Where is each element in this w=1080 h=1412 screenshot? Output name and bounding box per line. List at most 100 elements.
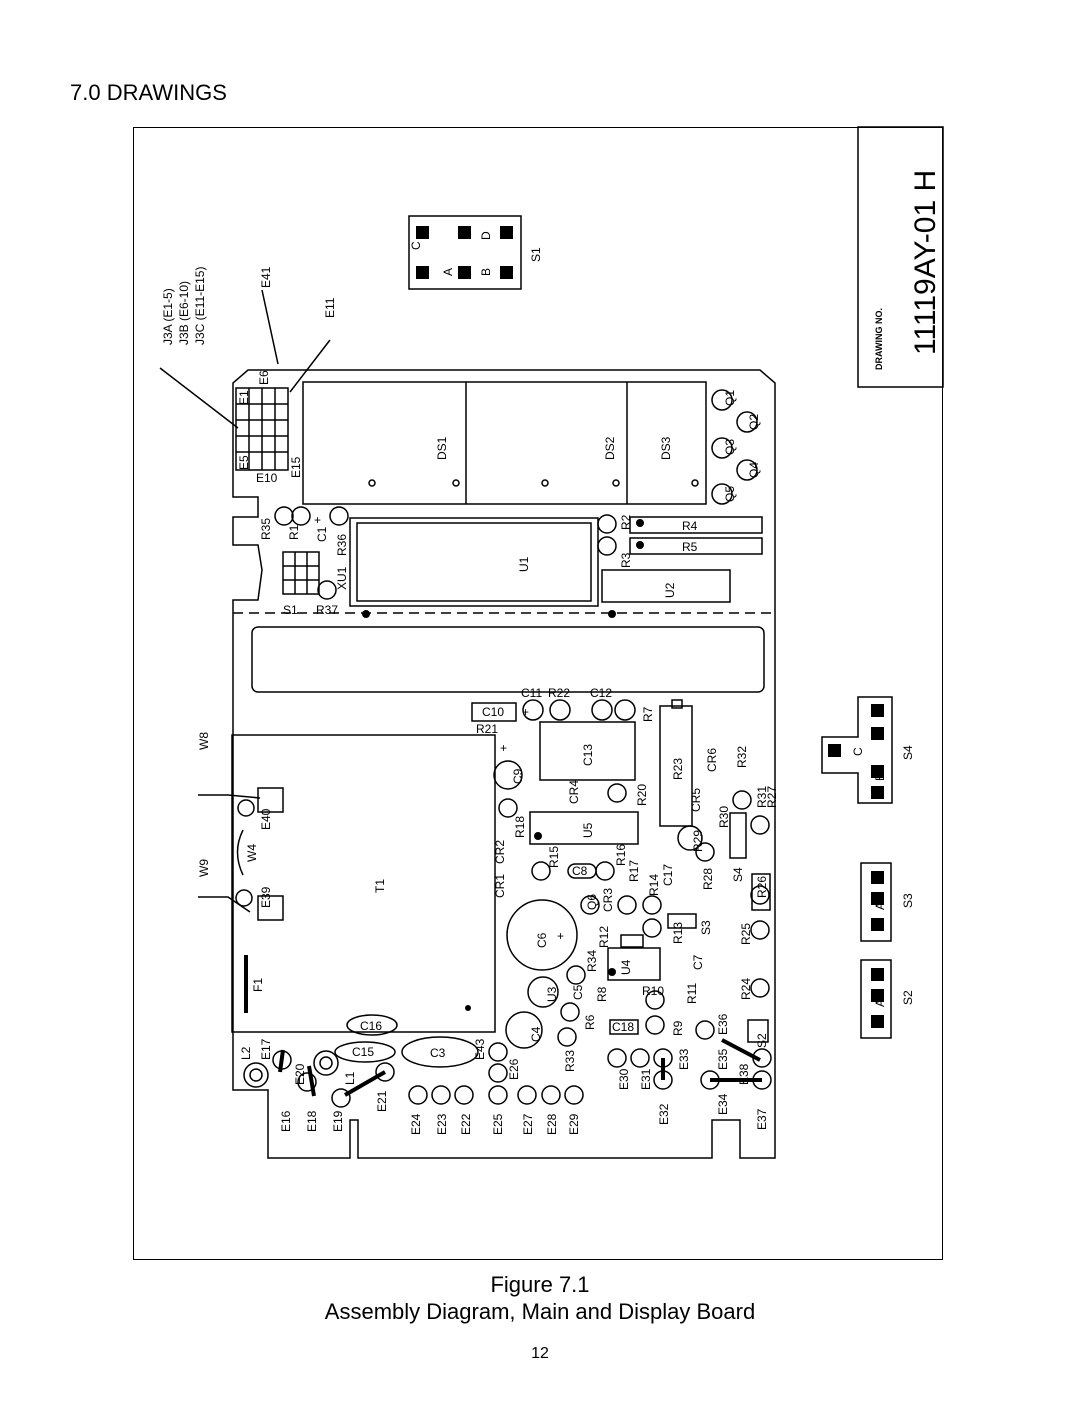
component-label: R4 (682, 519, 698, 533)
component-label: C11 (521, 686, 542, 700)
component-label: T1 (373, 879, 387, 893)
component-label: R5 (682, 540, 698, 554)
polarity-mark: + (522, 705, 529, 719)
terminal-label: E39 (259, 886, 273, 908)
component-label: CR1 (493, 874, 507, 898)
switch-name: S2 (901, 990, 915, 1005)
terminal-label: E24 (409, 1113, 423, 1135)
component-label: U1 (517, 556, 531, 572)
component-label: C9 (511, 768, 525, 784)
terminal-label: E35 (716, 1048, 730, 1070)
pin-label: E10 (256, 471, 278, 485)
terminal-label: E36 (716, 1013, 730, 1035)
component-label: C16 (360, 1019, 382, 1033)
terminal-label: E30 (617, 1068, 631, 1090)
component-label: R3 (619, 552, 633, 568)
component-label: C7 (691, 954, 705, 970)
component-label: R29 (691, 830, 705, 852)
terminal-label: E17 (259, 1038, 273, 1060)
terminal-label: E16 (279, 1110, 293, 1132)
component-label: C4 (529, 1026, 543, 1042)
section-heading: 7.0 DRAWINGS (70, 80, 227, 105)
terminal-label: E21 (375, 1090, 389, 1112)
pin-label: E6 (257, 370, 271, 385)
board-outline (232, 369, 776, 1159)
component-label: C8 (572, 864, 588, 878)
component-label: Q1 (723, 390, 737, 406)
page-number: 12 (531, 1345, 549, 1362)
terminal-label: E33 (677, 1048, 691, 1070)
switch-s1-block (408, 215, 522, 290)
drawing-number: 11119AY-01 H (909, 170, 942, 355)
component-label: R10 (642, 984, 664, 998)
component-label: S2 (755, 1033, 769, 1048)
component-label: R2 (619, 514, 633, 530)
title-block (857, 126, 944, 388)
switch-pin-label: C (851, 747, 865, 756)
component-label: R37 (316, 603, 338, 617)
switch-pin-label: A (873, 730, 887, 738)
component-label: W9 (197, 859, 211, 877)
pin-label: E5 (237, 455, 251, 470)
e11-label: E11 (323, 297, 337, 318)
component-label: C13 (581, 744, 595, 766)
component-label: C10 (482, 705, 504, 719)
component-label: C12 (590, 686, 612, 700)
switch-pin-label: D (479, 231, 493, 240)
component-label: R25 (739, 923, 753, 945)
component-label: R24 (739, 978, 753, 1000)
component-label: R20 (635, 784, 649, 806)
component-label: CR4 (567, 780, 581, 804)
switch-pin-label: B (479, 268, 493, 276)
component-label: Q4 (747, 462, 761, 478)
component-label: S4 (731, 867, 745, 882)
component-label: C17 (661, 864, 675, 886)
component-label: C5 (571, 984, 585, 1000)
component-label: R18 (513, 816, 527, 838)
display-label: DS3 (659, 436, 673, 460)
terminal-label: E40 (259, 808, 273, 830)
j3a-label: J3A (E1-5) (161, 288, 175, 345)
component-label: R32 (735, 746, 749, 768)
terminal-label: E37 (755, 1108, 769, 1130)
drawing-frame (133, 127, 943, 1260)
terminal-label: E25 (491, 1113, 505, 1135)
pin-label: E1 (237, 390, 251, 405)
component-label: U3 (545, 986, 559, 1002)
switch-pin-label: C (409, 241, 423, 250)
j3c-label: J3C (E11-E15) (193, 267, 207, 345)
component-label: Q5 (723, 486, 737, 502)
switch-pin-label: A (441, 268, 455, 276)
component-label: R21 (476, 722, 498, 736)
component-label: CR2 (493, 840, 507, 864)
terminal-label: E38 (737, 1063, 751, 1085)
polarity-mark: + (557, 929, 564, 943)
component-label: C1 (315, 526, 329, 542)
component-label: R15 (547, 846, 561, 868)
switch-pin-label: A (873, 902, 887, 910)
component-label: R22 (548, 686, 570, 700)
display-label: DS2 (603, 436, 617, 460)
terminal-label: E31 (639, 1068, 653, 1090)
component-label: CR3 (601, 888, 615, 912)
component-label: R8 (595, 986, 609, 1002)
component-label: L2 (239, 1046, 253, 1060)
component-label: Q3 (723, 439, 737, 455)
switch-name: S3 (901, 893, 915, 908)
component-label: R27 (765, 786, 779, 808)
component-label: W8 (197, 732, 211, 750)
component-label: S3 (699, 920, 713, 935)
component-label: CR6 (705, 748, 719, 772)
switch-name: S1 (529, 247, 543, 262)
terminal-label: E34 (716, 1093, 730, 1115)
terminal-label: E43 (473, 1038, 487, 1060)
terminal-label: E18 (305, 1110, 319, 1132)
component-label: Q2 (747, 414, 761, 430)
component-label: S1 (283, 603, 298, 617)
terminal-label: E32 (657, 1103, 671, 1125)
polarity-mark: + (314, 513, 321, 527)
component-label: R33 (563, 1050, 577, 1072)
switch-s3-block (860, 862, 892, 942)
component-label: R7 (641, 706, 655, 722)
